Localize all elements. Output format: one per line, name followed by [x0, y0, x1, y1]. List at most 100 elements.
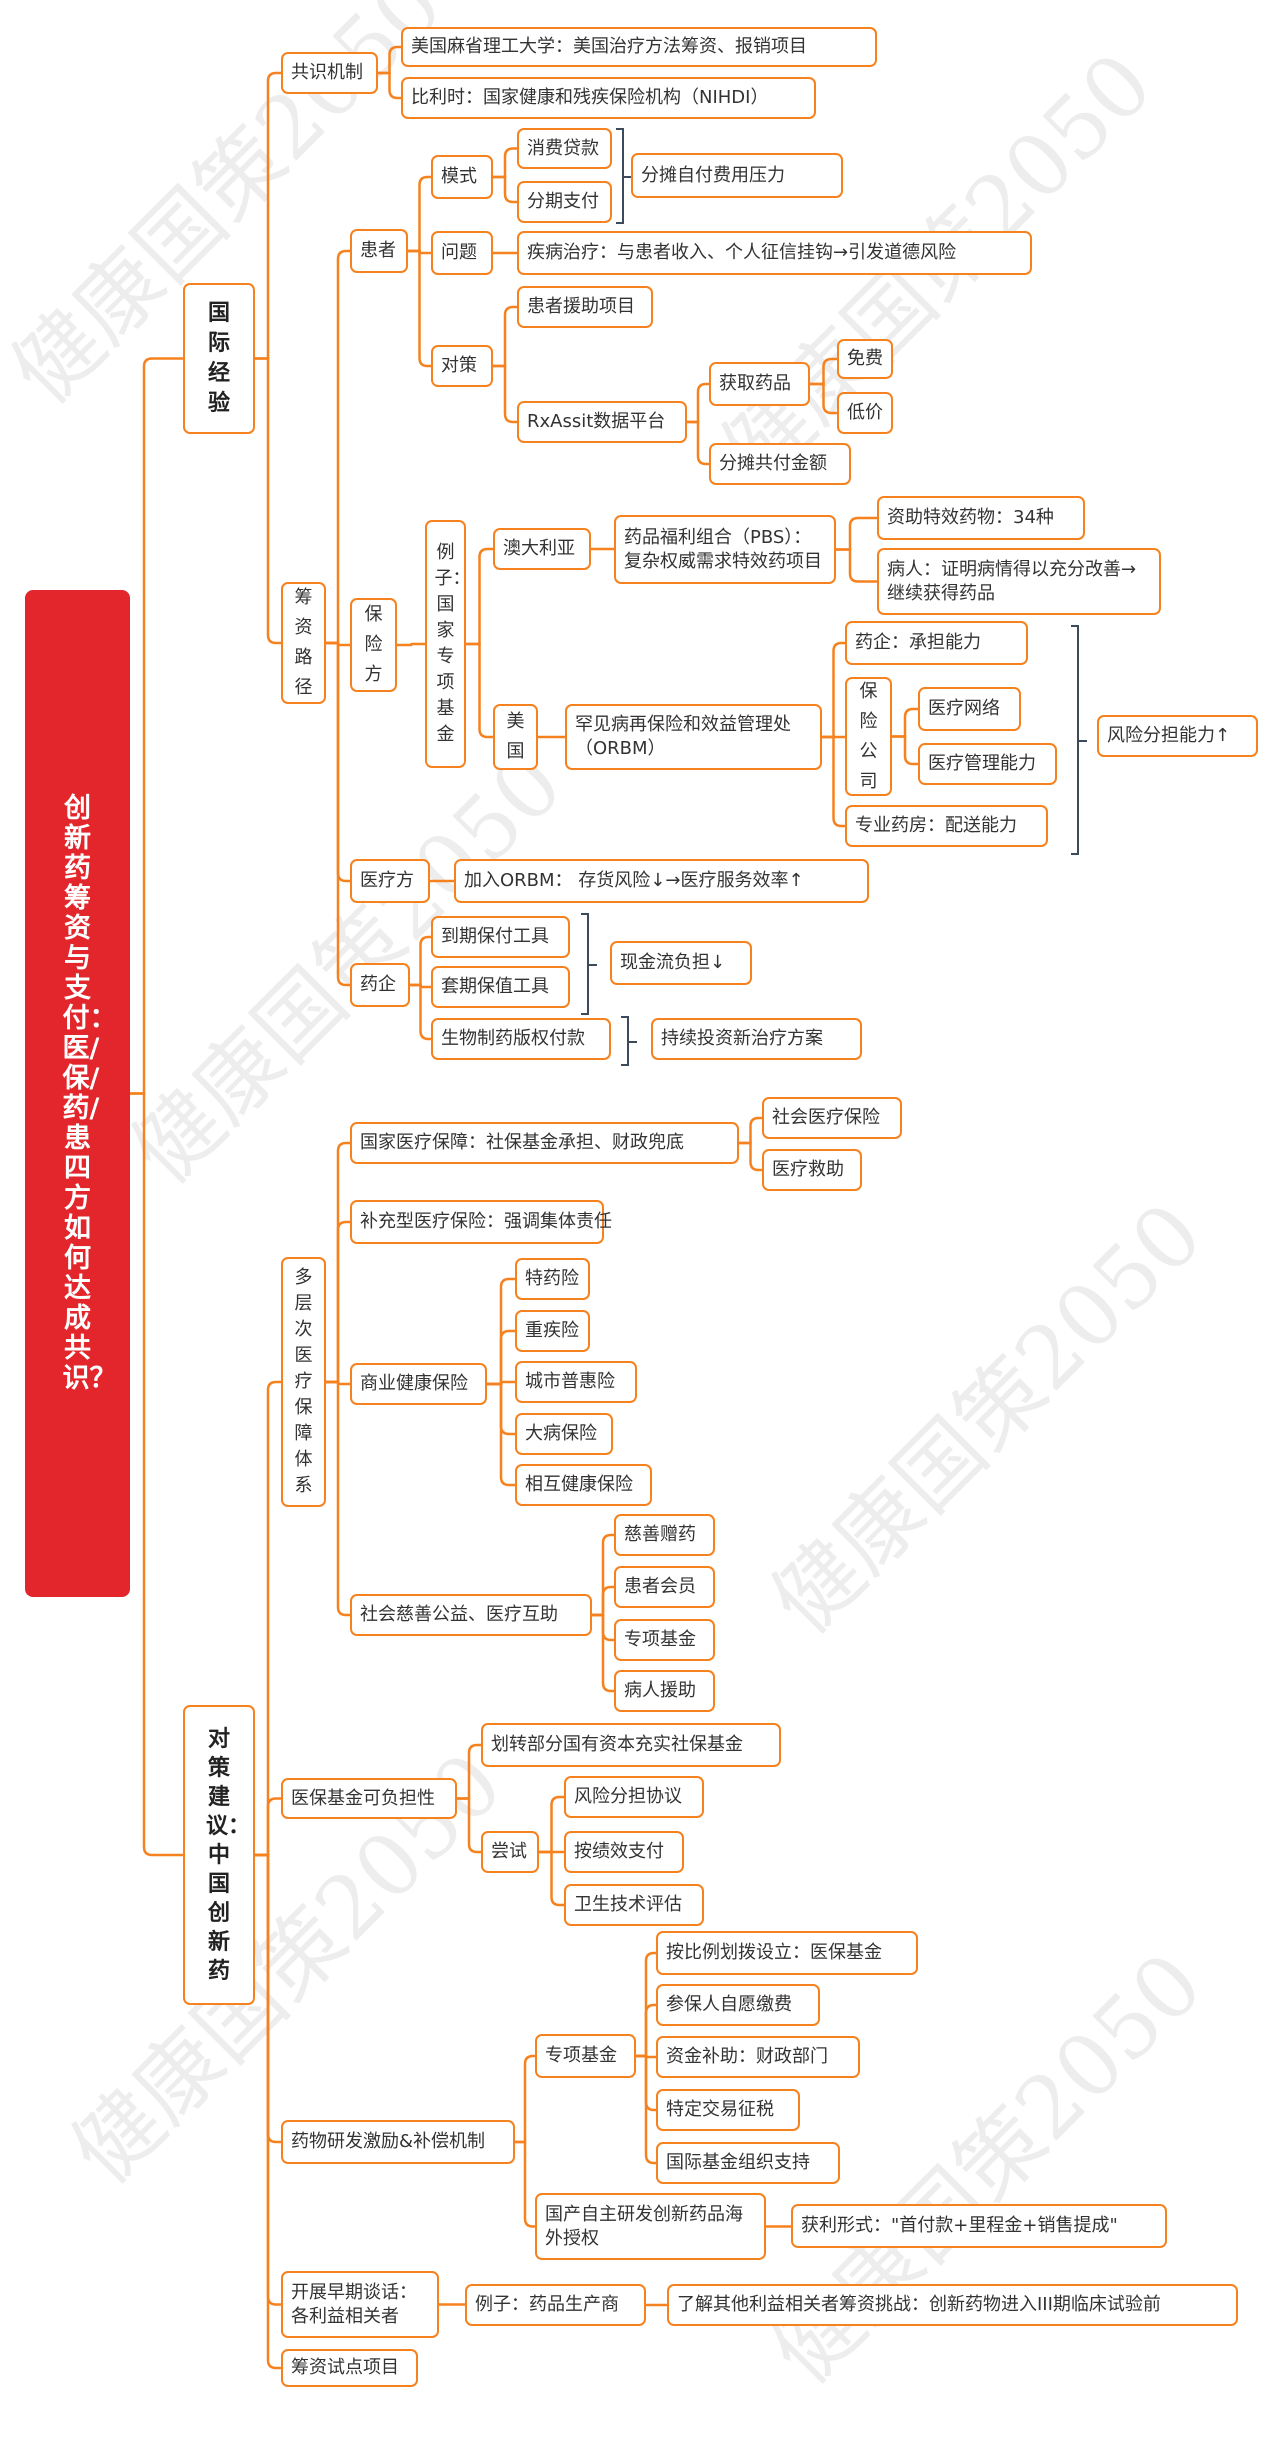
connector [836, 548, 877, 583]
node-charity-item[interactable]: 慈善赠药 [614, 1514, 715, 1556]
node-charity[interactable]: 社会慈善公益、医疗互助 [350, 1594, 592, 1636]
node-patient[interactable]: 患者 [350, 229, 408, 273]
node-specialty-pharmacy[interactable]: 专业药房：配送能力 [845, 805, 1048, 847]
node-free[interactable]: 免费 [837, 339, 893, 379]
node-invest-new[interactable]: 持续投资新治疗方案 [651, 1018, 862, 1060]
connector [592, 1613, 614, 1693]
node-tool-hedge[interactable]: 套期保值工具 [431, 966, 570, 1008]
node-patient-proof[interactable]: 病人：证明病情得以充分改善→继续获得药品 [877, 548, 1161, 615]
node-commercial-item[interactable]: 大病保险 [515, 1413, 613, 1455]
node-overseas-license[interactable]: 国产自主研发创新药品海外授权 [535, 2193, 766, 2260]
node-consensus-mechanism[interactable]: 共识机制 [281, 52, 378, 94]
node-affordability[interactable]: 医保基金可负担性 [281, 1778, 457, 1819]
connector [822, 641, 845, 739]
node-medical-management[interactable]: 医疗管理能力 [918, 743, 1057, 785]
node-fund-item[interactable]: 参保人自愿缴费 [656, 1984, 820, 2026]
node-financing-path[interactable]: 筹资路径 [281, 582, 326, 704]
node-patient-assistance[interactable]: 患者援助项目 [517, 286, 653, 328]
node-mode[interactable]: 模式 [431, 155, 493, 199]
node-risk-sharing[interactable]: 风险分担能力↑ [1097, 715, 1258, 757]
node-charity-item[interactable]: 病人援助 [614, 1670, 715, 1712]
node-join-orbm[interactable]: 加入ORBM： 存货风险↓→医疗服务效率↑ [454, 859, 869, 903]
node-try-item[interactable]: 按绩效支付 [564, 1831, 684, 1873]
node-funded-drugs[interactable]: 资助特效药物：34种 [877, 496, 1085, 540]
node-usa[interactable]: 美国 [493, 704, 538, 770]
node-example-national-fund[interactable]: 例子：国家专项基金 [425, 520, 471, 768]
node-profit-form[interactable]: 获利形式："首付款+里程金+销售提成" [791, 2204, 1167, 2248]
connector [493, 147, 517, 179]
node-tool-maturity[interactable]: 到期保付工具 [431, 916, 570, 958]
node-social-insurance[interactable]: 社会医疗保险 [762, 1097, 902, 1139]
root-topic[interactable]: 创新药筹资与支付：医/保/药/患四方如何达成共识？ [25, 590, 130, 1597]
node-medical-aid[interactable]: 医疗救助 [762, 1149, 862, 1191]
node-insurer[interactable]: 保险方 [350, 598, 397, 692]
topic-china-suggestions[interactable]: 对策建议：中国创新药 [183, 1705, 255, 2005]
node-transfer-capital[interactable]: 划转部分国有资本充实社保基金 [481, 1723, 781, 1767]
connector [255, 1797, 281, 1857]
node-multilevel-system[interactable]: 多层次医疗保障体系 [281, 1257, 326, 1507]
connector [739, 1141, 762, 1172]
connector [515, 2054, 535, 2144]
node-problem[interactable]: 问题 [431, 231, 493, 275]
node-consumer-loan[interactable]: 消费贷款 [517, 128, 612, 169]
node-fund-item[interactable]: 国际基金组织支持 [656, 2142, 840, 2184]
node-learn-challenges[interactable]: 了解其他利益相关者筹资挑战：创新药物进入III期临床试验前 [667, 2284, 1238, 2326]
node-national-insurance[interactable]: 国家医疗保障：社保基金承担、财政兜底 [350, 1122, 739, 1164]
topic-label: 对策建议：中国创新药 [206, 1726, 251, 1984]
connector [130, 1092, 183, 1857]
node-commercial[interactable]: 商业健康保险 [350, 1363, 487, 1405]
bracket [581, 913, 597, 1015]
node-commercial-item[interactable]: 城市普惠险 [515, 1361, 637, 1403]
node-commercial-item[interactable]: 相互健康保险 [515, 1464, 652, 1506]
node-australia[interactable]: 澳大利亚 [493, 528, 591, 570]
node-royalty[interactable]: 生物制药版权付款 [431, 1018, 611, 1060]
node-pharma-capacity[interactable]: 药企：承担能力 [845, 621, 1028, 665]
node-pilot-projects[interactable]: 筹资试点项目 [281, 2349, 418, 2387]
node-charity-item[interactable]: 专项基金 [614, 1619, 715, 1661]
node-medical-network[interactable]: 医疗网络 [918, 687, 1021, 731]
node-label: 美国 [506, 711, 525, 762]
node-fund-item[interactable]: 特定交易征税 [656, 2089, 800, 2131]
node-charity-item[interactable]: 患者会员 [614, 1566, 715, 1608]
connector [636, 1951, 656, 2058]
node-share-copay[interactable]: 分摊共付金额 [709, 443, 851, 485]
node-problem-text[interactable]: 疾病治疗：与患者收入、个人征信挂钩→引发道德风险 [517, 231, 1032, 275]
node-special-fund[interactable]: 专项基金 [535, 2034, 636, 2078]
connector [457, 1797, 481, 1854]
connector [378, 45, 401, 75]
connector [255, 1380, 281, 1857]
node-belgium[interactable]: 比利时：国家健康和残疾保险机构（NIHDI） [401, 77, 816, 119]
connector [592, 1533, 614, 1617]
node-mit[interactable]: 美国麻省理工大学：美国治疗方法筹资、报销项目 [401, 27, 877, 67]
node-low-price[interactable]: 低价 [837, 392, 893, 434]
node-insurance-company[interactable]: 保险公司 [845, 677, 892, 796]
connector [515, 2140, 535, 2228]
topic-international-experience[interactable]: 国际经验 [183, 283, 255, 434]
node-orbm[interactable]: 罕见病再保险和效益管理处（ORBM） [565, 704, 822, 770]
root-topic-label: 创新药筹资与支付：医/保/药/患四方如何达成共识？ [62, 792, 117, 1394]
node-installment[interactable]: 分期支付 [517, 181, 612, 223]
node-example-manufacturer[interactable]: 例子：药品生产商 [465, 2284, 646, 2326]
node-provider[interactable]: 医疗方 [350, 859, 430, 903]
node-share-out-of-pocket[interactable]: 分摊自付费用压力 [631, 153, 843, 198]
bracket [1071, 625, 1087, 855]
node-rxassist[interactable]: RxAssit数据平台 [517, 401, 687, 443]
node-measures[interactable]: 对策 [431, 345, 493, 387]
node-fund-item[interactable]: 资金补助：财政部门 [656, 2036, 860, 2078]
node-pbs[interactable]: 药品福利组合（PBS）：复杂权威需求特效药项目 [614, 515, 836, 584]
node-try[interactable]: 尝试 [481, 1831, 539, 1873]
node-pharma[interactable]: 药企 [350, 963, 410, 1007]
node-commercial-item[interactable]: 特药险 [515, 1258, 590, 1300]
node-supplementary[interactable]: 补充型医疗保险：强调集体责任 [350, 1200, 612, 1244]
node-fund-item[interactable]: 按比例划拨设立：医保基金 [656, 1931, 918, 1975]
connector [836, 516, 877, 551]
node-cash-burden[interactable]: 现金流负担↓ [610, 941, 752, 985]
node-early-talks[interactable]: 开展早期谈话：各利益相关者 [281, 2271, 439, 2338]
node-rnd-incentive[interactable]: 药物研发激励&补偿机制 [281, 2120, 515, 2164]
node-get-drugs[interactable]: 获取药品 [709, 362, 810, 406]
connector [130, 357, 183, 1095]
connector [255, 1853, 281, 2370]
node-try-item[interactable]: 风险分担协议 [564, 1776, 704, 1818]
node-try-item[interactable]: 卫生技术评估 [564, 1884, 704, 1926]
node-commercial-item[interactable]: 重疾险 [515, 1310, 590, 1352]
